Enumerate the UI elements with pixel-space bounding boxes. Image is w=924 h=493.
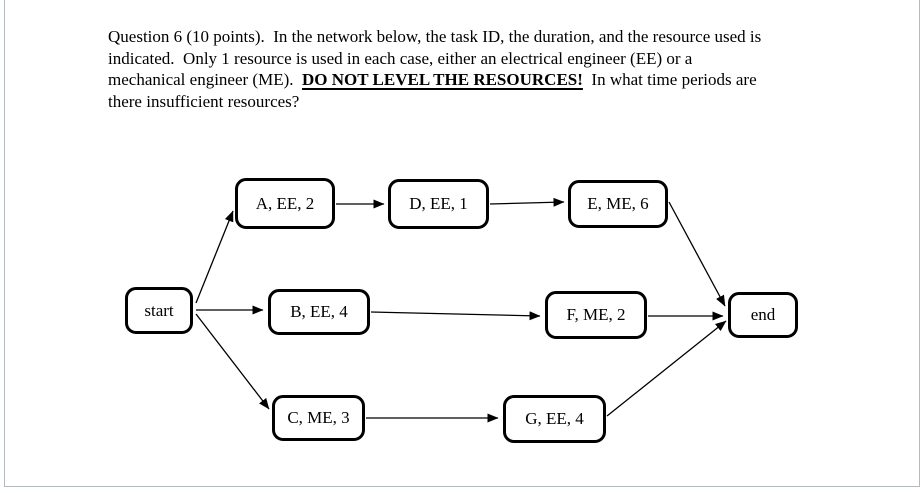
node-end: end xyxy=(728,292,798,338)
node-d: D, EE, 1 xyxy=(388,179,489,229)
node-label: start xyxy=(144,300,174,320)
node-start: start xyxy=(125,287,193,334)
node-a: A, EE, 2 xyxy=(235,178,335,229)
node-label: G, EE, 4 xyxy=(525,409,584,428)
node-label: A, EE, 2 xyxy=(255,193,315,213)
node-e: E, ME, 6 xyxy=(568,180,668,228)
node-g: G, EE, 4 xyxy=(503,395,606,443)
question-line-3: mechanical engineer (ME). DO NOT LEVEL T… xyxy=(108,69,868,91)
question-line-4: there insufficient resources? xyxy=(108,91,300,111)
node-label: C, ME, 3 xyxy=(287,408,350,427)
node-label: B, EE, 4 xyxy=(290,302,348,321)
edge-d-to-e xyxy=(489,197,565,207)
node-b: B, EE, 4 xyxy=(268,289,370,335)
node-label: E, ME, 6 xyxy=(587,194,649,213)
question-line-3-after: In what time periods are xyxy=(582,70,757,89)
node-c: C, ME, 3 xyxy=(272,395,365,441)
question-line-2: indicated. Only 1 resource is used in ea… xyxy=(108,48,693,68)
question-text: Question 6 (10 points). In the network b… xyxy=(108,26,868,112)
edge-g-to-end xyxy=(606,320,727,417)
node-label: F, ME, 2 xyxy=(566,305,626,324)
node-f: F, ME, 2 xyxy=(545,291,647,339)
node-label: D, EE, 1 xyxy=(409,194,468,213)
edge-e-to-end xyxy=(668,201,726,307)
question-emphasis: DO NOT LEVEL THE RESOURCES! xyxy=(302,70,583,89)
edge-b-to-f xyxy=(370,311,541,321)
edge-start-to-a xyxy=(195,210,234,304)
question-line-3-before: mechanical engineer (ME). xyxy=(108,70,302,89)
question-line-1: Question 6 (10 points). In the network b… xyxy=(108,27,762,46)
node-label: end xyxy=(750,305,776,324)
edge-start-to-c xyxy=(195,313,270,410)
